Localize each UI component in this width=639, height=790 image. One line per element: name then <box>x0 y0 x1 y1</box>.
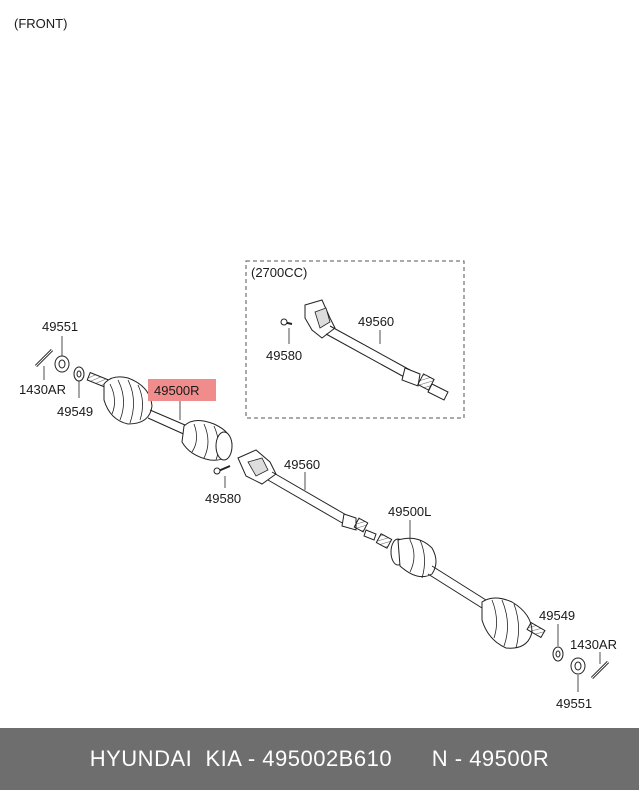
label-49580-main: 49580 <box>205 491 241 506</box>
bolt-49580-main[interactable] <box>213 465 231 475</box>
label-49549-right: 49549 <box>539 608 575 623</box>
nut-49551-left[interactable] <box>54 355 70 373</box>
cotter-pin-right[interactable] <box>590 660 610 680</box>
inset-bolt-49580[interactable] <box>280 318 293 326</box>
inset-box-2700cc <box>245 260 465 419</box>
label-49500l: 49500L <box>388 504 431 519</box>
part-number-footer: HYUNDAI KIA - 495002B610 N - 49500R <box>0 728 639 790</box>
label-49551-left: 49551 <box>42 319 78 334</box>
intermediate-shaft-49560[interactable] <box>237 449 377 541</box>
label-49500r: 49500R <box>154 383 200 398</box>
cotter-pin-left[interactable] <box>34 348 54 368</box>
label-49549-left: 49549 <box>57 404 93 419</box>
washer-49549-left[interactable] <box>73 366 85 382</box>
washer-49549-right[interactable] <box>552 646 564 662</box>
drive-shaft-49500r[interactable] <box>86 371 233 461</box>
inset-shaft-49560[interactable] <box>304 299 449 401</box>
footer-brand-part: HYUNDAI KIA - 495002B610 <box>89 746 393 771</box>
inset-note: (2700CC) <box>251 265 307 280</box>
label-1430ar-right: 1430AR <box>570 637 617 652</box>
label-49580-inset: 49580 <box>266 348 302 363</box>
parts-diagram: (FRONT) (2700CC) 49560 49580 49551 1430A… <box>14 16 617 711</box>
footer-diagram-number: N - 49500R <box>431 746 550 771</box>
label-49551-right: 49551 <box>556 696 592 711</box>
label-49560-main: 49560 <box>284 457 320 472</box>
footer-spacer <box>392 746 432 772</box>
label-1430ar-left: 1430AR <box>19 382 66 397</box>
highlight-49500r <box>148 379 216 401</box>
front-note: (FRONT) <box>14 16 67 31</box>
drive-shaft-49500l[interactable] <box>375 533 546 649</box>
label-49560-inset: 49560 <box>358 314 394 329</box>
nut-49551-right[interactable] <box>570 657 586 675</box>
